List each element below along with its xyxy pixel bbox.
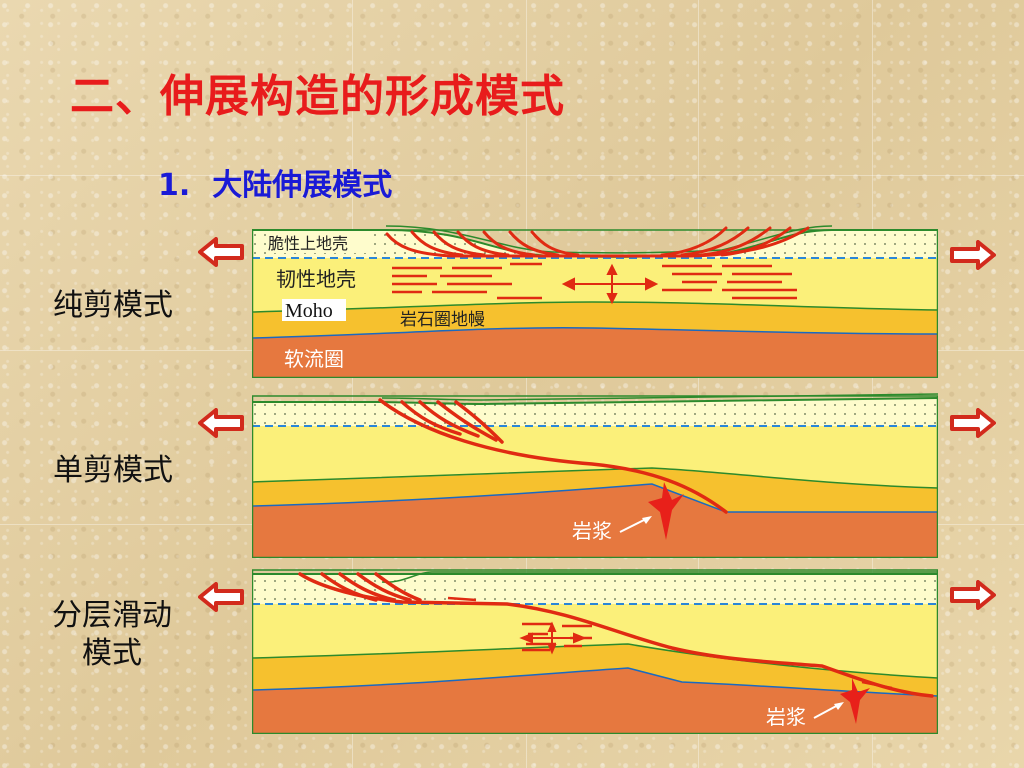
layered-slip-diagram: 岩浆 bbox=[252, 569, 938, 734]
strain-cross-icon bbox=[519, 621, 587, 655]
asthenosphere-layer bbox=[252, 484, 938, 558]
row-label-pure-shear: 纯剪模式 bbox=[53, 289, 173, 322]
bg-grid-line bbox=[526, 0, 527, 768]
label-asthenosphere: 软流圈 bbox=[284, 348, 344, 371]
row-label-layered-slip: 分层滑动 模式 bbox=[32, 597, 192, 673]
simple-shear-diagram: 岩浆 bbox=[252, 393, 938, 558]
moho-line bbox=[252, 467, 938, 489]
lithospheric-mantle-layer bbox=[252, 302, 938, 338]
subtitle-text: 大陆伸展模式 bbox=[212, 168, 393, 203]
lithosphere-base-line bbox=[252, 483, 938, 513]
ductile-flow-fabric bbox=[392, 262, 797, 300]
magma-icon bbox=[648, 482, 684, 540]
extension-arrow-left-icon bbox=[198, 237, 244, 267]
extension-arrow-left-icon bbox=[198, 582, 244, 612]
lithospheric-mantle-layer bbox=[252, 468, 938, 512]
ductile-crust-layer bbox=[252, 604, 938, 678]
row-label-layered-slip-line1: 分层滑动 bbox=[52, 599, 172, 632]
label-moho: Moho bbox=[285, 300, 333, 322]
asthenosphere-layer bbox=[252, 327, 938, 378]
row-label-simple-shear: 单剪模式 bbox=[53, 454, 173, 487]
extension-arrow-right-icon bbox=[950, 240, 996, 270]
label-magma: 岩浆 bbox=[572, 520, 612, 543]
bg-grid-line bbox=[0, 175, 1024, 176]
ductile-crust-layer bbox=[252, 426, 938, 488]
page-title: 二、伸展构造的形成模式 bbox=[70, 71, 565, 122]
row-label-layered-slip-line2: 模式 bbox=[82, 637, 142, 670]
extension-arrow-left-icon bbox=[198, 408, 244, 438]
extension-arrow-right-icon bbox=[950, 408, 996, 438]
extension-arrow-right-icon bbox=[950, 580, 996, 610]
magma-icon bbox=[840, 678, 870, 724]
label-ductile-crust: 韧性地壳 bbox=[276, 268, 356, 291]
bg-grid-line bbox=[698, 0, 699, 768]
bg-grid-line bbox=[352, 0, 353, 768]
subtitle-number: 1. bbox=[158, 168, 191, 203]
label-magma: 岩浆 bbox=[766, 706, 806, 729]
detachment-fault bbox=[298, 572, 934, 698]
normal-faults bbox=[385, 226, 810, 258]
magma-pointer bbox=[619, 517, 649, 533]
pure-shear-diagram: 脆性上地壳 韧性地壳 Moho 岩石圈地幔 软流圈 bbox=[252, 225, 938, 378]
strain-cross-icon bbox=[561, 263, 659, 305]
section-subtitle: 1. 大陆伸展模式 bbox=[158, 160, 392, 204]
detachment-fault bbox=[378, 398, 728, 514]
label-brittle-upper-crust: 脆性上地壳 bbox=[268, 235, 348, 253]
lithosphere-base-line bbox=[252, 326, 938, 339]
moho-line bbox=[252, 301, 938, 313]
label-lithospheric-mantle: 岩石圈地幔 bbox=[400, 310, 485, 329]
bg-grid-line bbox=[872, 0, 873, 768]
asthenosphere-layer bbox=[252, 668, 938, 734]
